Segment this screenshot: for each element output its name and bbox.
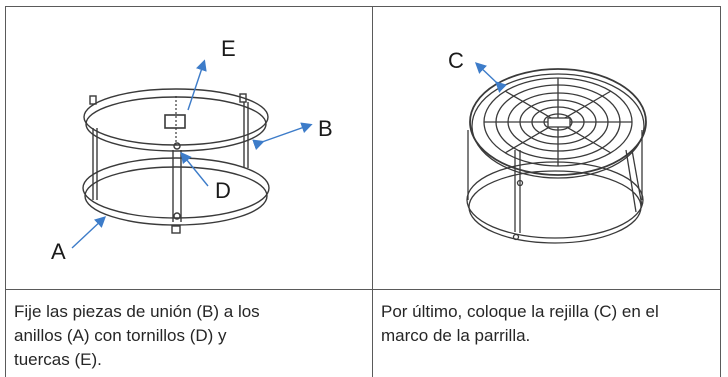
- table-border-left: [5, 6, 6, 377]
- frame-arrows: [71, 59, 313, 249]
- label-d: D: [215, 178, 231, 203]
- table-row-divider: [5, 289, 721, 290]
- right-caption-line-1: Por último, coloque la rejilla (C) en el: [381, 302, 659, 321]
- left-caption-line-3: tuercas (E).: [14, 350, 102, 369]
- label-a: A: [51, 239, 66, 264]
- left-caption-line-2: anillos (A) con tornillos (D) y: [14, 326, 227, 345]
- left-caption-line-1: Fije las piezas de unión (B) a los: [14, 302, 260, 321]
- grate-arrow: [474, 62, 507, 93]
- table-border-right: [720, 6, 721, 377]
- frame-assembly-illustration: [82, 88, 270, 234]
- label-e: E: [221, 36, 236, 61]
- label-b: B: [318, 116, 333, 141]
- left-caption: Fije las piezas de unión (B) a los anill…: [14, 300, 364, 372]
- right-caption: Por último, coloque la rejilla (C) en el…: [381, 300, 717, 348]
- label-c: C: [448, 48, 464, 73]
- grill-grate-illustration: [466, 68, 647, 244]
- right-caption-line-2: marco de la parrilla.: [381, 326, 531, 345]
- table-border-top: [5, 6, 721, 7]
- table-column-divider: [372, 6, 373, 377]
